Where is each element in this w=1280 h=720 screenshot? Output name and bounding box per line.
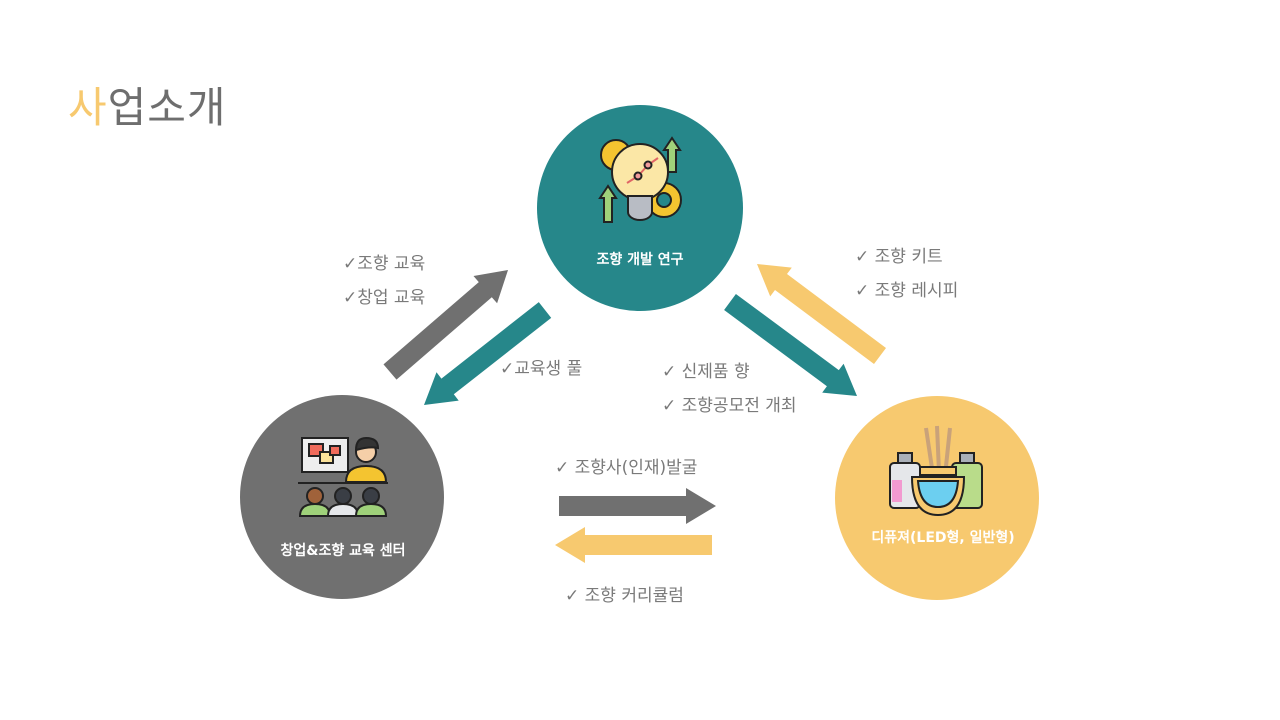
arrow-research-to-diffuser (724, 294, 857, 396)
label-curriculum: ✓ 조향 커리큘럼 (565, 586, 684, 606)
research-node-label: 조향 개발 연구 (596, 252, 684, 268)
arrow-research-to-education (424, 302, 552, 405)
label-student-pool: ✓교육생 풀 (500, 359, 583, 379)
label-talent-discovery: ✓ 조향사(인재)발굴 (555, 458, 698, 478)
arrow-education-to-research (383, 270, 508, 380)
label-new-product-2: ✓ 조향공모전 개최 (662, 396, 797, 416)
arrow-education-to-diffuser (559, 488, 716, 524)
page-title: 사업소개 (68, 83, 227, 132)
label-startup-scent-education-1: ✓조향 교육 (343, 254, 426, 274)
arrow-diffuser-to-education (555, 527, 712, 563)
classroom-presenter-icon (298, 436, 388, 517)
reed-diffuser-icon (889, 425, 983, 517)
label-new-product-1: ✓ 신제품 향 (662, 362, 750, 382)
label-kit-2: ✓ 조향 레시피 (855, 281, 959, 301)
diffuser-node-label: 디퓨져(LED형, 일반형) (871, 530, 1015, 546)
label-startup-scent-education-2: ✓창업 교육 (343, 288, 426, 308)
label-kit-1: ✓ 조향 키트 (855, 247, 943, 267)
lightbulb-gears-icon (598, 136, 682, 223)
arrow-diffuser-to-research (757, 264, 886, 364)
education-node-label: 창업&조향 교육 센터 (280, 543, 406, 559)
